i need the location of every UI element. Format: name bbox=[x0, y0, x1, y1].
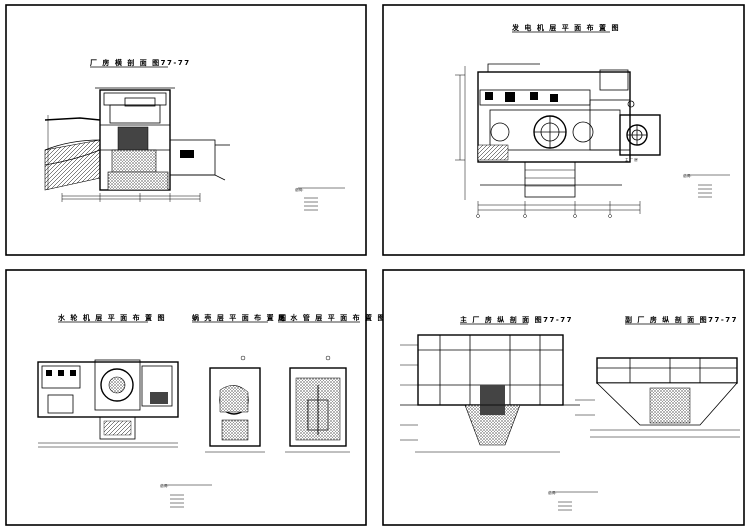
notes-1: 说明： bbox=[295, 187, 345, 211]
section-main-longitudinal bbox=[400, 334, 580, 453]
dimension-lines-1 bbox=[47, 115, 201, 202]
sheet-cross-section: 厂 房 横 剖 面 图77-77 bbox=[5, 4, 367, 256]
sheet-3-title-b: 蜗 壳 层 平 面 布 置 图 bbox=[192, 313, 288, 322]
sheet-4-title-b: 副 厂 房 纵 剖 面 图77-77 bbox=[625, 315, 738, 324]
sheet-1-note-label: 说明： bbox=[295, 187, 306, 192]
section-aux-longitudinal bbox=[575, 357, 740, 438]
plan-annex: 主 厂 房 bbox=[619, 100, 661, 162]
notes-4: 说明： bbox=[548, 490, 598, 511]
sheet-4-note-label: 说明： bbox=[548, 490, 559, 495]
sheet-3-title-c: 尾 水 管 层 平 面 布 置 图 bbox=[277, 313, 386, 322]
sheet-2-note-label: 说明： bbox=[683, 173, 694, 178]
plan-volute-layer bbox=[205, 355, 265, 453]
notes-3: 说明： bbox=[160, 483, 212, 508]
sheet-4-title-a: 主 厂 房 纵 剖 面 图77-77 bbox=[460, 315, 573, 324]
tailrace bbox=[169, 139, 230, 181]
sheet-1-border bbox=[5, 4, 367, 256]
annex-label: 主 厂 房 bbox=[625, 157, 638, 162]
notes-2: 说明： bbox=[683, 173, 730, 198]
terrain-left bbox=[44, 117, 101, 191]
plan-lower-extension bbox=[464, 66, 622, 200]
plan-draft-layer bbox=[285, 355, 350, 453]
plan-turbine-layer bbox=[37, 359, 179, 448]
dimension-lines-2 bbox=[455, 74, 641, 218]
sheet-3-title-a: 水 轮 机 层 平 面 布 置 图 bbox=[58, 313, 166, 322]
sheet-1-title: 厂 房 横 剖 面 图77-77 bbox=[90, 58, 191, 67]
sheet-2-title: 发 电 机 层 平 面 布 置 图 bbox=[511, 23, 620, 32]
sheet-generator-floor: 发 电 机 层 平 面 布 置 图 bbox=[382, 4, 745, 256]
powerhouse-section bbox=[95, 87, 175, 191]
sheet-longitudinal: 主 厂 房 纵 剖 面 图77-77 副 厂 房 纵 剖 面 图77-77 bbox=[382, 269, 745, 526]
sheet-turbine-floor: 水 轮 机 层 平 面 布 置 图 蜗 壳 层 平 面 布 置 图 尾 水 管 … bbox=[5, 269, 386, 526]
sheet-3-note-label: 说明： bbox=[160, 483, 171, 488]
sheet-2-border bbox=[382, 4, 745, 256]
